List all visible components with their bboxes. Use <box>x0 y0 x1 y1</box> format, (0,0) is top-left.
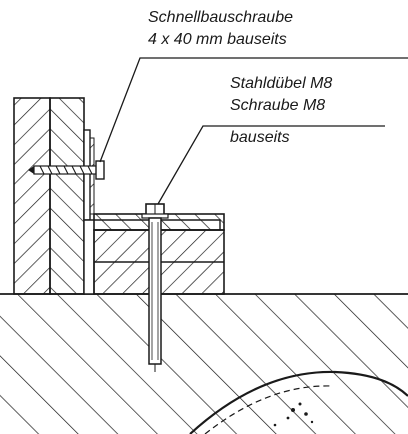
anchor-leader <box>157 125 385 205</box>
anchor-label-line3: bauseits <box>230 129 290 146</box>
leader-lines <box>99 57 408 205</box>
vertical-wall-post <box>13 97 85 295</box>
anchor-label-line2: Schraube M8 <box>230 97 326 114</box>
quick-build-screw <box>28 160 105 180</box>
screw-leader <box>99 57 408 163</box>
anchor-label-line1: Stahldübel M8 <box>230 75 333 92</box>
screw-label-line2: 4 x 40 mm bauseits <box>148 31 287 48</box>
screw-label-line1: Schnellbauschraube <box>148 9 293 26</box>
aggregate-speckle <box>273 402 314 427</box>
wall-board <box>83 129 95 221</box>
anchor-bolt <box>141 203 169 372</box>
concrete-slab <box>0 293 408 434</box>
